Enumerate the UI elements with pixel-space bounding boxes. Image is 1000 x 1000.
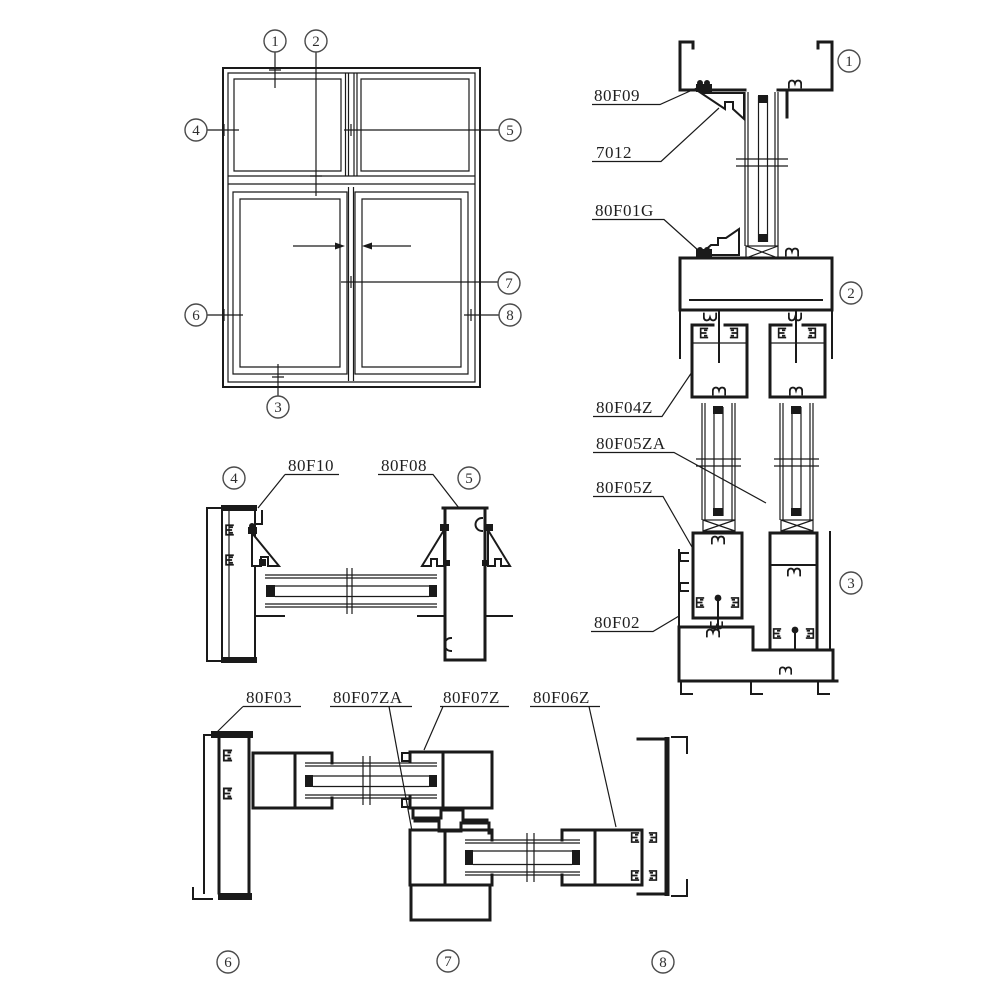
callout-number: 1 <box>271 34 279 50</box>
elevation-callout-4: 4 <box>184 118 208 142</box>
vertical-section-detail: 80F09 7012 80F01G 80F04Z 80F05ZA 80F05Z … <box>591 40 863 695</box>
horizontal-section-bottom-detail: 80F03 80F07ZA 80F07Z 80F06Z 6 7 8 <box>192 688 688 974</box>
jamb-profile-80f03 <box>192 731 253 900</box>
section-callout-6: 6 <box>216 950 240 974</box>
callout-number: 6 <box>192 308 200 324</box>
callout-number: 2 <box>312 34 320 50</box>
elevation-sash-right <box>354 191 469 375</box>
slide-direction-arrows <box>293 242 411 250</box>
section-callout-4: 4 <box>222 466 246 490</box>
sill-profile-80f02 <box>677 549 839 695</box>
callout-number: 1 <box>845 54 853 70</box>
sash-bottom-rail-right <box>768 531 831 652</box>
glass-break-lines <box>736 158 788 167</box>
jamb-profile-right <box>636 736 688 897</box>
label-80f01g: 80F01G <box>595 201 654 220</box>
sash-glass-right <box>774 403 819 532</box>
elevation-fixed-pane-left <box>233 78 342 172</box>
glazing-clip-80f10 <box>251 530 282 567</box>
glazing-clip-80f09 <box>697 92 745 122</box>
elevation-sash-left <box>232 191 348 375</box>
sash2-lower-box <box>409 883 492 922</box>
fixed-glass-unit <box>736 92 788 259</box>
elevation-callout-2: 2 <box>304 29 328 53</box>
callout-number: 4 <box>230 471 238 487</box>
callout-number: 7 <box>444 954 452 970</box>
sash1-stile <box>251 751 334 810</box>
elevation-callout-1: 1 <box>263 29 287 53</box>
elevation-callout-7: 7 <box>497 271 521 295</box>
sash1-glass <box>305 756 437 805</box>
label-80f02: 80F02 <box>594 613 640 632</box>
elevation-outer-frame <box>222 67 481 388</box>
glazing-clip-80f01g <box>697 227 740 256</box>
jamb-profile-left <box>206 505 285 663</box>
elevation-upper-mullion <box>344 73 358 176</box>
elevation-callout-leaders <box>207 52 499 396</box>
section-callout-8: 8 <box>651 950 675 974</box>
elevation-view: 1 2 3 4 5 6 7 8 <box>184 29 522 419</box>
callout-number: 8 <box>506 308 514 324</box>
vertical-section-labels: 80F09 7012 80F01G 80F04Z 80F05ZA 80F05Z … <box>591 86 767 633</box>
transom-profile <box>678 247 834 363</box>
callout-number: 2 <box>847 286 855 302</box>
label-7012: 7012 <box>596 143 632 162</box>
elevation-inner-frame <box>227 72 476 383</box>
elevation-callout-3: 3 <box>266 395 290 419</box>
callout-number: 4 <box>192 123 200 139</box>
section-callout-1: 1 <box>837 49 861 73</box>
fixed-glass-horizontal <box>265 568 437 614</box>
glazing-clip-left <box>420 526 445 567</box>
section-callout-7: 7 <box>436 949 460 973</box>
callout-number: 3 <box>274 400 282 416</box>
mullion-profile-80f08 <box>417 506 513 662</box>
label-80f05z: 80F05Z <box>596 478 653 497</box>
label-80f07za: 80F07ZA <box>333 688 403 707</box>
callout-number: 5 <box>506 123 514 139</box>
sash-bottom-rail-left <box>691 531 744 630</box>
elevation-meeting-stile <box>347 187 355 381</box>
label-80f08: 80F08 <box>381 456 427 475</box>
head-frame-base <box>678 88 834 119</box>
horizontal-section-top-detail: 80F10 80F08 4 5 <box>206 456 513 663</box>
label-80f04z: 80F04Z <box>596 398 653 417</box>
elevation-fixed-pane-right <box>360 78 470 172</box>
pane2-right-stile <box>560 828 644 887</box>
label-80f06z: 80F06Z <box>533 688 590 707</box>
section-callout-5: 5 <box>457 466 481 490</box>
sash2-glass <box>465 833 580 882</box>
elevation-callout-6: 6 <box>184 303 208 327</box>
section-callout-2: 2 <box>839 281 863 305</box>
callout-number: 7 <box>505 276 513 292</box>
elevation-transom <box>228 175 475 185</box>
callout-number: 6 <box>224 955 232 971</box>
label-80f03: 80F03 <box>246 688 292 707</box>
label-80f10: 80F10 <box>288 456 334 475</box>
sash-top-rail-right <box>768 323 827 399</box>
callout-number: 8 <box>659 955 667 971</box>
label-80f07z: 80F07Z <box>443 688 500 707</box>
label-80f09: 80F09 <box>594 86 640 105</box>
sash2-upper-stile-80f07z <box>408 750 494 810</box>
glazing-clip-right <box>487 526 512 567</box>
sash2-lower-stile <box>408 828 494 887</box>
callout-number: 5 <box>465 471 473 487</box>
head-frame-hooks <box>678 40 834 92</box>
elevation-callout-8: 8 <box>498 303 522 327</box>
sash-glass-left <box>696 403 741 532</box>
elevation-callout-5: 5 <box>498 118 522 142</box>
callout-number: 3 <box>847 576 855 592</box>
section-callout-3: 3 <box>839 571 863 595</box>
label-80f05za: 80F05ZA <box>596 434 666 453</box>
